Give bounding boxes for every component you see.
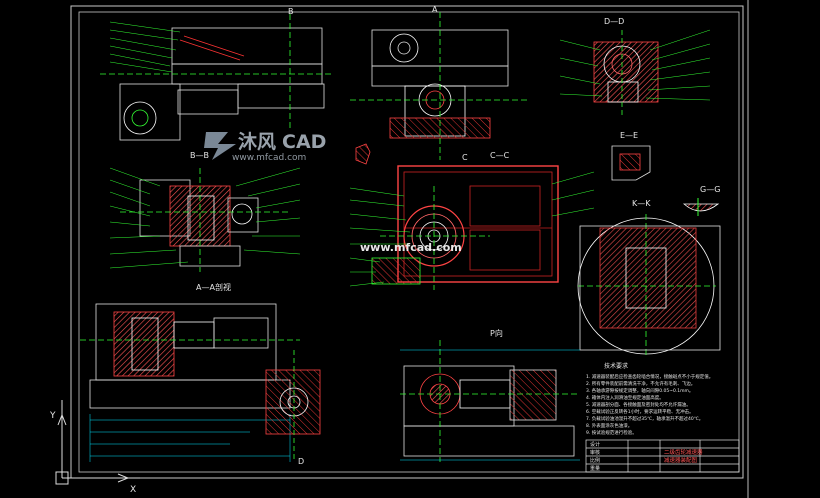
view-cc-title: C—C (490, 151, 510, 160)
title-block (585, 439, 740, 473)
outer-frame (70, 5, 744, 479)
view-b-leaders (109, 21, 181, 73)
title-block-field-designer: 设计 (590, 441, 600, 448)
view-b-title: B (288, 7, 294, 16)
mfcad-logo (204, 132, 236, 160)
main-plan-view (371, 165, 559, 290)
main-plan-leaders (349, 171, 595, 287)
watermark-url-center: www.mfcad.com (360, 241, 462, 254)
ucs-icon (55, 400, 140, 485)
note-line: 8. 外表面涂灰色油漆。 (586, 422, 632, 429)
note-line: 7. 负载试验油池温升不超过35℃，轴承温升不超过40℃。 (586, 415, 703, 422)
section-bb-leaders (109, 167, 301, 269)
title-block-field-reviewer: 审核 (590, 449, 600, 456)
section-gg-drawing (682, 198, 720, 216)
section-dd-title: D—D (604, 17, 624, 26)
view-a-drawing (350, 12, 530, 160)
note-line: 2. 所有零件装配前需清洗干净，不允许有毛刺、飞边。 (586, 380, 695, 387)
note-line: 4. 箱体内注入润滑油至规定油面高度。 (586, 394, 664, 401)
note-line: 6. 空载试验正反转各1小时，要求运转平稳、无冲击。 (586, 408, 694, 415)
watermark-brand-cn: 沐风 (238, 131, 276, 153)
view-c-title: C (462, 153, 468, 162)
note-line: 9. 按试验规范进行检验。 (586, 429, 637, 436)
section-bb-title: B—B (190, 151, 209, 160)
notes-heading: 技术要求 (604, 362, 628, 370)
section-kk-drawing (577, 214, 721, 358)
title-block-name: 二级齿轮减速器 (664, 448, 703, 456)
section-dd-leaders (559, 29, 711, 101)
title-block-field-weight: 重量 (590, 465, 600, 472)
view-d-title: D (298, 457, 304, 466)
view-p-dims (400, 349, 580, 461)
note-line: 5. 减速器剖分面、各接触面及密封处均不允许漏油。 (586, 401, 691, 408)
view-p-drawing (400, 340, 580, 462)
section-aa-dims (89, 414, 291, 462)
section-bb-drawing (120, 168, 290, 272)
watermark-brand-en: CAD (282, 131, 326, 153)
title-block-drawing: 减速器装配图 (664, 456, 698, 464)
section-ee-drawing (611, 145, 651, 181)
ucs-x-label: X (130, 485, 136, 495)
section-kk-title: K—K (632, 199, 651, 208)
inner-frame (78, 11, 740, 473)
section-ee-title: E—E (620, 131, 638, 140)
notes-lines: 1. 减速器装配后应检查齿轮啮合情况，接触斑点不小于规定值。2. 所有零件装配前… (586, 373, 713, 436)
note-line: 3. 各轴承游隙按规定调整，轴向间隙0.05~0.1mm。 (586, 387, 693, 394)
watermark-url-top: www.mfcad.com (232, 153, 306, 163)
ucs-y-label: Y (49, 411, 56, 421)
view-b-drawing (100, 14, 332, 141)
view-a-title: A (432, 5, 438, 14)
view-p-title: P向 (490, 328, 503, 338)
section-gg-title: G—G (700, 185, 720, 194)
section-dd-drawing (593, 30, 659, 115)
detail-small-part (355, 143, 371, 165)
view-d-drawing (265, 350, 321, 460)
title-block-field-scale: 比例 (590, 457, 600, 464)
section-aa-title: A—A剖视 (196, 282, 231, 292)
note-line: 1. 减速器装配后应检查齿轮啮合情况，接触斑点不小于规定值。 (586, 373, 713, 380)
